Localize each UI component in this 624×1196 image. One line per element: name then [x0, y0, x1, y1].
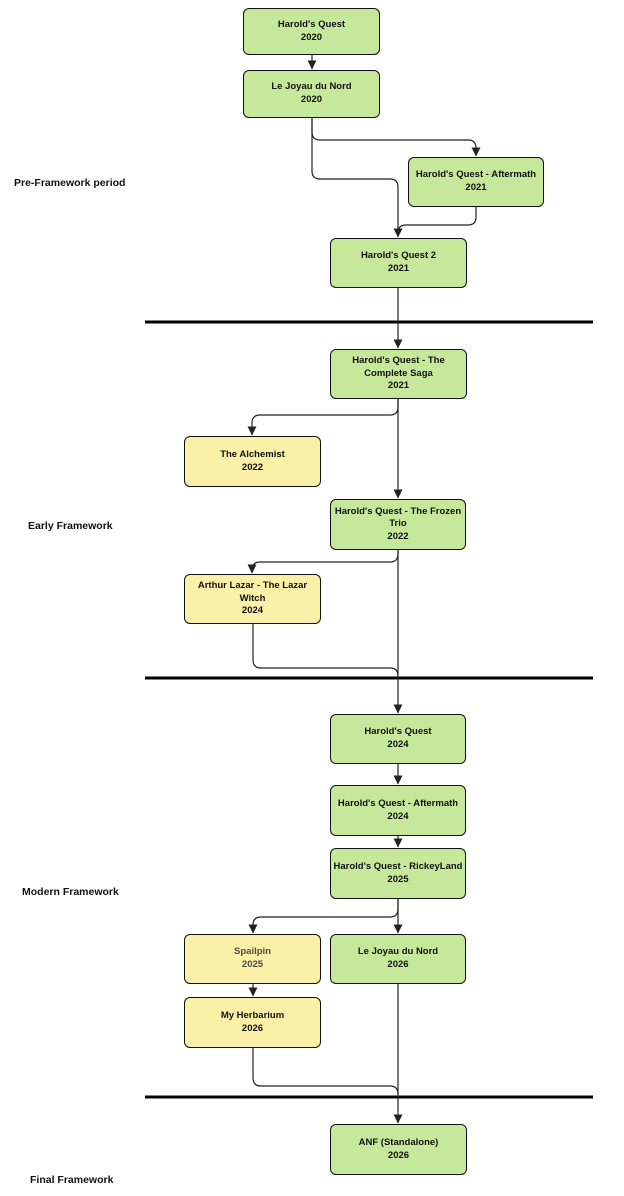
node-year: 2021 [387, 380, 410, 392]
node-my-herbarium-2026: My Herbarium 2026 [184, 997, 321, 1048]
node-harolds-quest-rickeyland-2025: Harold's Quest - RickeyLand 2025 [330, 848, 466, 899]
period-label-early-framework: Early Framework [28, 520, 113, 532]
node-year: 2022 [241, 461, 264, 473]
node-title: Harold's Quest - The [352, 355, 445, 367]
edge-arthur-lazar-to-harolds-quest-2024 [252, 624, 399, 677]
node-the-alchemist-2022: The Alchemist 2022 [184, 436, 321, 487]
node-title2: Trio [389, 518, 407, 530]
node-harolds-quest-aftermath-2024: Harold's Quest - Aftermath 2024 [330, 785, 466, 836]
edge-frozen-trio-to-arthur-lazar [247, 550, 399, 574]
node-title: ANF (Standalone) [358, 1136, 439, 1148]
node-year: 2024 [387, 810, 409, 822]
node-title: Harold's Quest [277, 18, 346, 30]
node-title: Le Joyau du Nord [357, 946, 439, 958]
node-year: 2026 [387, 959, 409, 970]
node-title: My Herbarium [220, 1009, 285, 1021]
node-year: 2022 [387, 530, 409, 542]
node-year: 2021 [465, 182, 487, 193]
node-spailpin-2025: Spailpin 2025 [184, 934, 321, 984]
node-title: Harold's Quest [364, 726, 432, 738]
node-harolds-quest-2024: Harold's Quest 2024 [330, 714, 466, 764]
node-harolds-quest-2020: Harold's Quest 2020 [243, 8, 380, 55]
node-year: 2020 [300, 31, 323, 43]
node-title2: Complete Saga [364, 367, 433, 379]
node-le-joyau-du-nord-2026: Le Joyau du Nord 2026 [330, 934, 466, 984]
node-year: 2025 [241, 959, 264, 970]
node-le-joyau-du-nord-2020: Le Joyau du Nord 2020 [243, 70, 380, 118]
node-title: Harold's Quest - The Frozen [334, 505, 462, 517]
node-year: 2024 [241, 605, 264, 617]
edge-my-herbarium-to-anf [252, 1048, 399, 1095]
edge-rickeyland-to-spailpin [248, 899, 399, 934]
node-arthur-lazar-witch-2024: Arthur Lazar - The Lazar Witch 2024 [184, 574, 321, 624]
period-label-modern-framework: Modern Framework [22, 886, 119, 898]
node-year: 2026 [387, 1149, 410, 1161]
edge-le-joyau-2020-to-harolds-quest-2-2021 [311, 118, 403, 238]
node-title: Le Joyau du Nord [271, 81, 352, 93]
node-title: Harold's Quest - Aftermath [337, 797, 459, 809]
node-harolds-quest-2-2021: Harold's Quest 2 2021 [330, 238, 467, 288]
node-year: 2021 [387, 263, 410, 274]
node-title: The Alchemist [220, 448, 285, 460]
node-year: 2020 [300, 94, 323, 105]
node-year: 2024 [387, 739, 409, 750]
node-title: Harold's Quest - RickeyLand [333, 860, 463, 872]
edge-aftermath-2021-to-harolds-quest-2-2021 [397, 207, 477, 234]
node-title: Spailpin [234, 946, 271, 958]
node-title: Harold's Quest - Aftermath [415, 169, 537, 181]
period-label-final-framework: Final Framework [30, 1174, 114, 1186]
node-title: Harold's Quest 2 [360, 250, 437, 262]
node-anf-standalone-2026: ANF (Standalone) 2026 [330, 1124, 467, 1175]
edge-complete-saga-to-alchemist [247, 399, 399, 436]
period-label-pre-framework: Pre-Framework period [14, 177, 126, 189]
node-year: 2025 [387, 873, 409, 885]
edge-le-joyau-2020-to-aftermath-2021 [311, 118, 481, 157]
node-harolds-quest-complete-saga-2021: Harold's Quest - The Complete Saga 2021 [330, 349, 467, 399]
node-year: 2026 [241, 1022, 264, 1034]
node-harolds-quest-aftermath-2021: Harold's Quest - Aftermath 2021 [408, 157, 544, 207]
node-title: Arthur Lazar - The Lazar [197, 580, 308, 592]
node-harolds-quest-frozen-trio-2022: Harold's Quest - The Frozen Trio 2022 [330, 499, 466, 550]
node-title2: Witch [239, 592, 266, 604]
